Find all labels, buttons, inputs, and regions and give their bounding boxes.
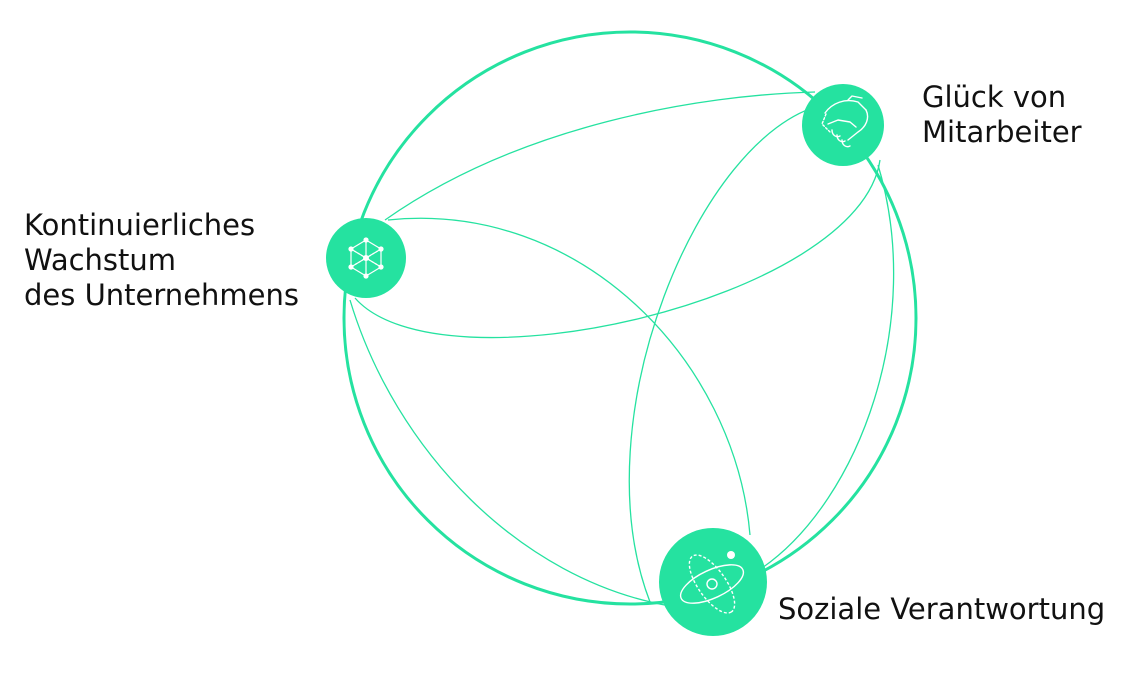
node-social	[659, 528, 767, 636]
node-growth	[326, 218, 406, 298]
arc-growth-social-lower	[349, 299, 671, 607]
node-label-growth-line-3: des Unternehmens	[24, 278, 299, 312]
atom-icon	[679, 554, 745, 614]
arc-growth-happiness-upper	[384, 91, 816, 221]
node-label-growth-line-2: Wachstum	[24, 243, 177, 277]
arc-growth-happiness-lower	[354, 159, 881, 339]
node-happiness	[802, 84, 884, 166]
node-social-circle	[659, 528, 767, 636]
outer-ring	[342, 30, 918, 606]
node-label-growth-line-1: Kontinuierliches	[24, 208, 256, 242]
node-label-social: Soziale Verantwortung	[778, 592, 1105, 627]
connection-arcs	[349, 91, 895, 607]
arc-happiness-social-right	[761, 164, 895, 569]
node-label-happiness-line-2: Mitarbeiter	[922, 115, 1082, 149]
handshake-icon	[821, 95, 869, 148]
node-label-growth: Kontinuierliches Wachstum des Unternehme…	[24, 208, 299, 313]
node-label-happiness-line-1: Glück von	[922, 80, 1067, 114]
node-label-social-line-1: Soziale Verantwortung	[778, 592, 1106, 626]
arc-growth-social-upper	[387, 217, 751, 536]
node-label-happiness: Glück von Mitarbeiter	[922, 80, 1082, 150]
node-happiness-circle	[802, 84, 884, 166]
arc-happiness-social-left	[628, 104, 823, 603]
